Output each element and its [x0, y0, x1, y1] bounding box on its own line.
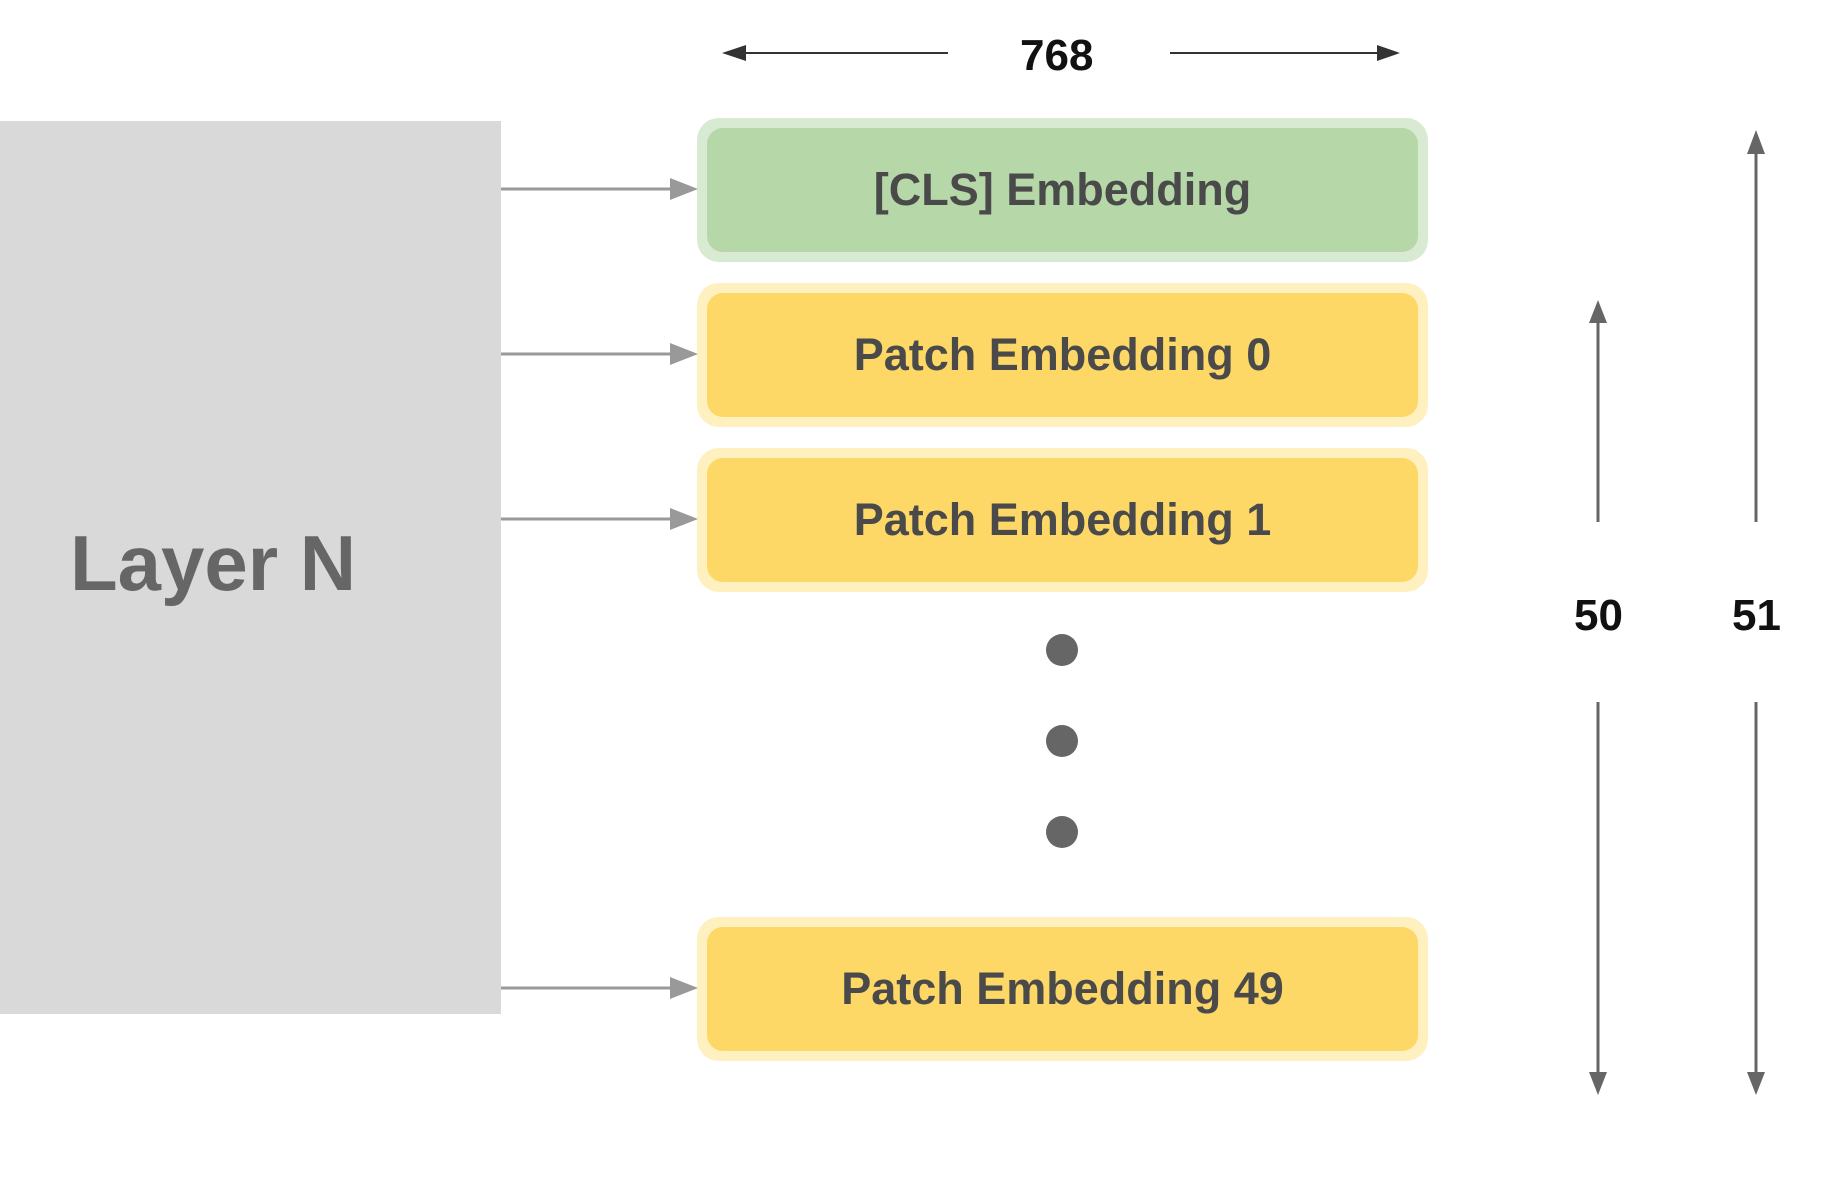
layer-to-patch-1-arrow — [501, 508, 698, 530]
patch-count-arrow-up — [1589, 300, 1607, 522]
patch-embedding-49-label: Patch Embedding 49 — [841, 963, 1284, 1014]
patch-embedding-0-label: Patch Embedding 0 — [853, 329, 1272, 380]
ellipsis-dot-2 — [1046, 725, 1078, 757]
total-count-arrow-up — [1747, 130, 1765, 522]
patch-embedding-49-box: Patch Embedding 49 — [697, 917, 1428, 1061]
width-arrow-right — [1170, 45, 1400, 61]
patch-embedding-0-box: Patch Embedding 0 — [697, 283, 1428, 427]
layer-to-patch-49-arrow — [501, 977, 698, 999]
total-count-arrow-down — [1747, 702, 1765, 1095]
total-count-label: 51 — [1732, 591, 1781, 640]
layer-n-label: Layer N — [70, 519, 357, 607]
layer-n-block — [0, 121, 501, 1014]
embedding-width-label: 768 — [1020, 31, 1094, 80]
layer-to-cls-arrow — [501, 178, 698, 200]
patch-count-arrow-down — [1589, 702, 1607, 1095]
ellipsis-dot-1 — [1046, 634, 1078, 666]
cls-embedding-box: [CLS] Embedding — [697, 118, 1428, 262]
patch-count-label: 50 — [1574, 591, 1623, 640]
patch-embedding-1-box: Patch Embedding 1 — [697, 448, 1428, 592]
layer-to-patch-0-arrow — [501, 343, 698, 365]
cls-embedding-label: [CLS] Embedding — [873, 164, 1252, 215]
patch-embedding-1-label: Patch Embedding 1 — [853, 494, 1272, 545]
width-arrow-left — [722, 45, 948, 61]
ellipsis-dot-3 — [1046, 816, 1078, 848]
